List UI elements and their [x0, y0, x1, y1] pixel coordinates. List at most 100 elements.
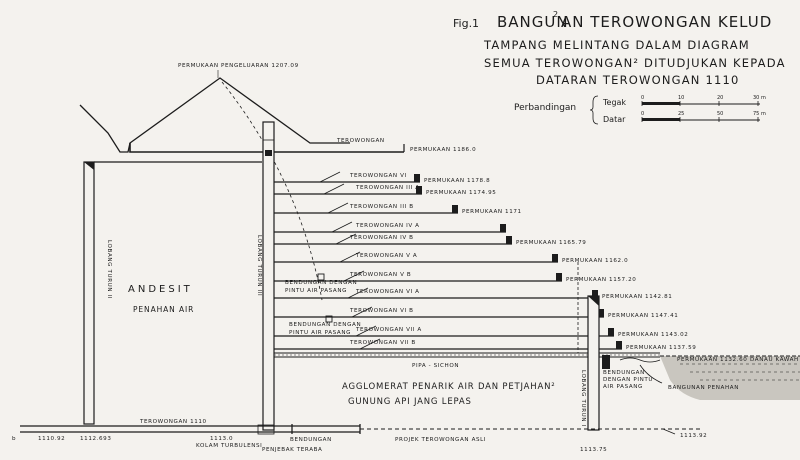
tunnel-surface-5: PERMUKAAN 1162.0: [562, 258, 628, 264]
datar-tick-3: 75 m: [753, 111, 766, 117]
elev-1110-92: 1110.92: [38, 436, 65, 442]
title-line2: TAMPANG MELINTANG DALAM DIAGRAM: [483, 38, 750, 52]
datar-tick-2: 50: [717, 111, 723, 117]
scale-brace: [589, 95, 599, 125]
bendungan-penjebak-label-b: PENJEBAK TERABA: [262, 447, 323, 453]
tunnel-ramp-5: [339, 251, 361, 263]
bendungan-3-label-a: BENDUNGAN: [603, 370, 645, 376]
tunnel-surface-6: PERMUKAAN 1157.20: [566, 277, 636, 283]
title-main-rest: AN TEROWONGAN KELUD: [561, 13, 772, 31]
bendungan-3-label-c: AIR PASANG: [603, 384, 643, 390]
tunnel-surface-1: PERMUKAAN 1174.95: [426, 190, 496, 196]
bendungan-2-symbol: [325, 315, 333, 323]
elev-1113-75: 1113.75: [580, 447, 607, 453]
tunnel-surface-10: PERMUKAAN 1137.59: [626, 345, 696, 351]
title-superscript: 2: [553, 10, 558, 19]
agglomerat-line1: AGGLOMERAT PENARIK AIR DAN PETJAHAN²: [342, 382, 555, 392]
elev-arrow: [662, 428, 676, 435]
tunnel-name-1: TEROWONGAN III A: [355, 185, 420, 191]
tunnel-ramp-7: [347, 287, 369, 299]
tunnel-end-block-3: [500, 224, 506, 232]
tunnel-surface-8: PERMUKAAN 1147.41: [608, 313, 678, 319]
tunnel-ramp-9: [355, 325, 377, 337]
bendungan-2-label-a: BENDUNGAN DENGAN: [289, 322, 361, 328]
lobang-turun-i-label: LOBANG TURUN I: [580, 370, 586, 427]
tunnel-end-block-8: [598, 309, 604, 317]
tunnel-end-block-4: [506, 236, 512, 244]
terowongan-1110: [20, 424, 700, 435]
tunnel-surface-2: PERMUKAAN 1171: [462, 209, 522, 215]
tunnel-surface-9: PERMUKAAN 1143.02: [618, 332, 688, 338]
tunnel-ramp-4: [335, 233, 357, 245]
title-line3: SEMUA TEROWONGAN² DITUDJUKAN KEPADA: [484, 56, 786, 70]
top-tunnel-label: TEROWONGAN: [336, 138, 385, 144]
tunnel-ramp-1: [323, 183, 345, 195]
andesit-label: ANDESIT: [128, 284, 193, 295]
tunnel-name-9: TEROWONGAN VII A: [355, 327, 422, 333]
tunnel-end-block-9: [608, 328, 614, 336]
pipa-sichon-label: PIPA - SICHON: [412, 363, 459, 369]
tunnel-ramp-10: [359, 338, 381, 350]
danau-kawah: [660, 355, 800, 400]
lobang-turun-ii-shaft: [83, 161, 95, 425]
tunnel-end-block-6: [556, 273, 562, 281]
tunnel-name-2: TEROWONGAN III B: [349, 204, 414, 210]
bangunan-penahan-label: BANGUNAN PENAHAN: [668, 385, 739, 391]
tunnel-ramp-0: [319, 171, 341, 183]
summit-outline: [79, 77, 405, 153]
tegak-tick-2: 20: [717, 95, 723, 101]
permukaan-pengeluaran-label: PERMUKAAN PENGELUARAN 1207.09: [178, 63, 299, 69]
tunnel-ramp-3: [331, 221, 353, 233]
lobang-turun-iii-shaft: [262, 121, 275, 431]
tegak-tick-1: 10: [678, 95, 684, 101]
scale-bar-datar: [641, 117, 760, 122]
scale-tegak-label: Tegak: [602, 98, 626, 107]
tunnel-ramp-8: [351, 306, 373, 318]
bendungan-3-label-b: DENGAN PINTU: [603, 377, 653, 383]
tunnel-name-8: TEROWONGAN VI B: [349, 308, 414, 314]
tunnel-end-block-10: [616, 341, 622, 349]
agglomerat-line2: GUNUNG API JANG LEPAS: [348, 397, 472, 407]
kolam-turbulensi-label: KOLAM TURBULENSI: [196, 443, 262, 449]
fig-label: Fig.1: [453, 17, 479, 30]
scale-datar-label: Datar: [603, 115, 626, 124]
tunnel-surface-4: PERMUKAAN 1165.79: [516, 240, 586, 246]
permukaan-1186-label: PERMUKAAN 1186.0: [410, 147, 476, 153]
title-main: BANGUN: [497, 13, 569, 31]
tunnel-name-5: TEROWONGAN V A: [355, 253, 417, 259]
penahan-air-label: PENAHAN AIR: [133, 305, 194, 314]
projek-label: PROJEK TEROWONGAN ASLI: [395, 437, 486, 443]
scale-label: Perbandingan: [514, 103, 576, 113]
tunnel-name-3: TEROWONGAN IV A: [355, 223, 420, 229]
bendungan-penjebak-label-a: BENDUNGAN: [290, 437, 332, 443]
summit-dashed-line: [221, 81, 323, 301]
title-line4: DATARAN TEROWONGAN 1110: [536, 73, 740, 87]
tunnel-end-block-1: [416, 186, 422, 194]
tunnel-surface-7: PERMUKAAN 1142.81: [602, 294, 672, 300]
tegak-tick-3: 30 m: [753, 95, 766, 101]
tunnel-ramp-6: [343, 270, 365, 282]
permukaan-1132-label: PERMUKAAN 1132.60: [677, 357, 747, 363]
bendungan-1-symbol: [317, 273, 325, 281]
bendungan-2-label-b: PINTU AIR PASANG: [289, 330, 351, 336]
danau-kawah-label: DANAU KAWAH: [750, 357, 799, 363]
bangunan-penahan-symbol: [602, 355, 663, 384]
datar-tick-0: 0: [641, 111, 644, 117]
terowongan-1110-label: TEROWONGAN 1110: [139, 419, 207, 425]
elev-b: b: [12, 436, 16, 442]
tegak-tick-0: 0: [641, 95, 644, 101]
bendungan-1-label-b: PINTU AIR PASANG: [285, 288, 347, 294]
tunnel-name-7: TEROWONGAN VI A: [355, 289, 420, 295]
bendungan-1-label-a: BENDUNGAN DENGAN: [285, 280, 357, 286]
elev-1112-693: 1112.693: [80, 436, 112, 442]
lobang-turun-iii-label: LOBANG TURUN III: [256, 235, 262, 296]
tunnel-name-0: TEROWONGAN VI: [349, 173, 407, 179]
lobang-turun-i-shaft: [587, 295, 600, 431]
tunnel-end-block-2: [452, 205, 458, 213]
tunnel-name-6: TEROWONGAN V B: [349, 272, 411, 278]
tunnel-end-block-0: [414, 174, 420, 182]
tunnel-end-block-7: [592, 290, 598, 298]
